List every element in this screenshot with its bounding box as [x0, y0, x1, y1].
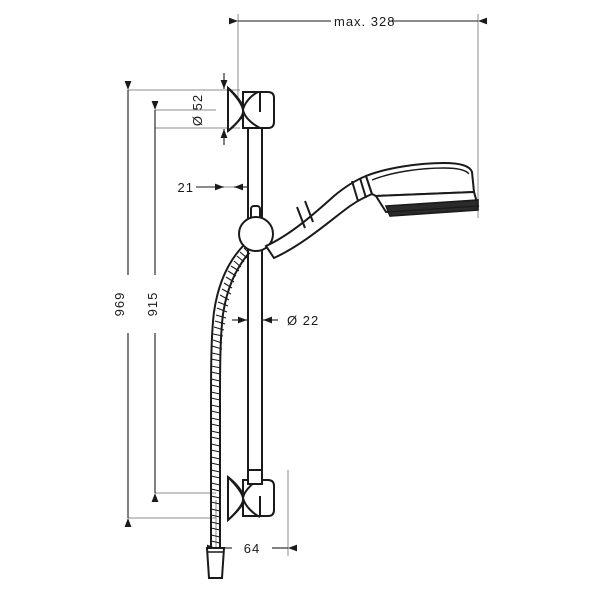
- dim-label-height-969: 969: [112, 292, 127, 317]
- slider-holder: [238, 205, 274, 252]
- bottom-wall-bracket: [227, 469, 275, 523]
- extension-lines: [128, 14, 479, 556]
- top-wall-bracket: [227, 85, 275, 134]
- dim-label-dia-22: Ø 22: [287, 313, 319, 328]
- dim-label-dia-52: Ø 52: [190, 94, 205, 126]
- dim-label-offset-21: 21: [178, 180, 194, 195]
- slide-bar: [247, 117, 263, 485]
- dim-label-depth-64: 64: [244, 541, 260, 556]
- dim-label-height-915: 915: [145, 292, 160, 317]
- shower-hose: [205, 245, 251, 579]
- handshower: [264, 161, 480, 260]
- hose-coil-texture: [210, 247, 251, 544]
- dim-label-max-width: max. 328: [334, 14, 395, 29]
- dimension-lines: [124, 17, 487, 552]
